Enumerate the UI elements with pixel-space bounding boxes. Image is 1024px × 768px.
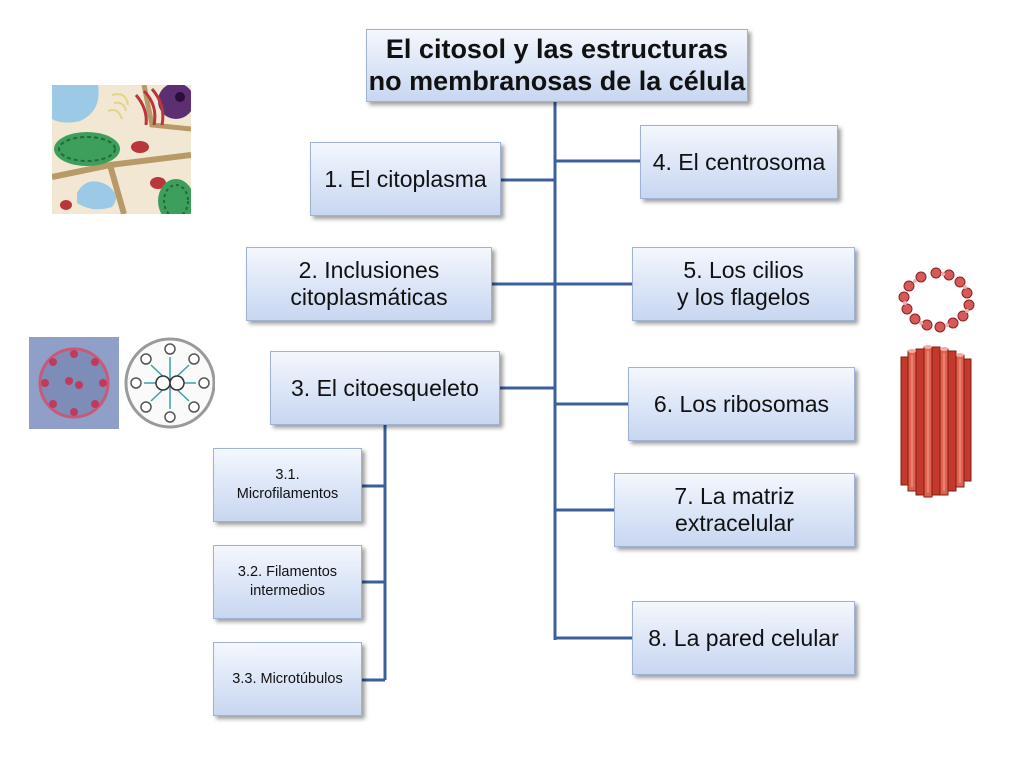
node-pared-celular: 8. La pared celular [632, 601, 855, 675]
node-matriz-extracelular: 7. La matriz extracelular [614, 473, 855, 547]
axoneme-cross-section [29, 337, 215, 429]
node-ribosomas: 6. Los ribosomas [628, 367, 855, 441]
node-inclusiones: 2. Inclusiones citoplasmáticas [246, 247, 492, 321]
node-microfilamentos: 3.1. Microfilamentos [213, 448, 362, 522]
microtubule-model [898, 267, 975, 498]
node-filamentos-intermedios: 3.2. Filamentos intermedios [213, 545, 362, 619]
cell-illustration [52, 85, 191, 214]
node-citoplasma: 1. El citoplasma [310, 142, 501, 216]
node-microtubulos: 3.3. Microtúbulos [213, 642, 362, 716]
node-centrosoma: 4. El centrosoma [640, 125, 838, 199]
node-cilios-flagelos: 5. Los cilios y los flagelos [632, 247, 855, 321]
node-citoesqueleto: 3. El citoesqueleto [270, 351, 500, 425]
diagram-title: El citosol y las estructuras no membrano… [366, 29, 748, 102]
